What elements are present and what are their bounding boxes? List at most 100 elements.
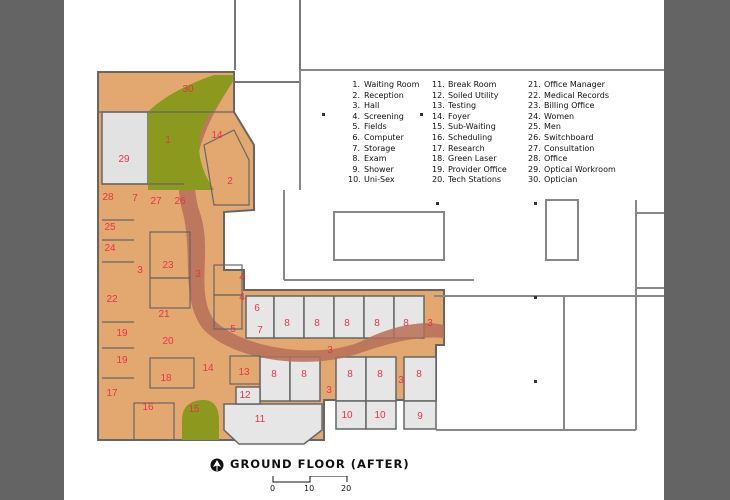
legend-item: 30.Optician <box>528 175 616 186</box>
room-number-label: 22 <box>106 294 118 305</box>
room-number-label: 8 <box>347 369 353 380</box>
legend-label: Waiting Room <box>364 80 420 89</box>
legend-number: 20. <box>432 175 445 185</box>
legend-number: 29. <box>528 164 541 174</box>
room-number-label: 19 <box>116 328 128 339</box>
legend-label: Exam <box>364 154 387 164</box>
room-number-label: 8 <box>374 318 380 329</box>
legend-item: 13.Testing <box>432 101 507 112</box>
legend-item: 7. Storage <box>348 144 419 155</box>
legend-label: Optical Workroom <box>544 164 616 174</box>
legend-label: Fields <box>364 122 387 132</box>
legend-label: Foyer <box>448 111 471 121</box>
legend-number: 9. <box>352 164 360 174</box>
legend-item: 21.Office Manager <box>528 80 616 91</box>
legend-number: 7. <box>352 143 360 153</box>
legend-label: Switchboard <box>544 132 594 142</box>
legend-item: 29.Optical Workroom <box>528 165 616 176</box>
room-number-label: 17 <box>106 388 118 399</box>
legend-label: Sub-Waiting <box>448 122 496 132</box>
legend-number: 17. <box>432 143 445 153</box>
plan-title: GROUND FLOOR (AFTER) <box>230 457 410 471</box>
room-number-label: 8 <box>271 369 277 380</box>
room-number-label: 7 <box>257 325 263 336</box>
legend-number: 3. <box>352 101 360 111</box>
room-number-label: 26 <box>174 196 186 207</box>
scale-tick-10: 10 <box>304 484 315 493</box>
room-number-label: 11 <box>255 414 266 425</box>
room-number-label: 29 <box>118 154 130 165</box>
room-number-label: 13 <box>238 367 250 378</box>
room-number-label: 8 <box>344 318 350 329</box>
left-border <box>0 0 64 500</box>
legend-number: 30. <box>528 175 541 185</box>
room-number-label: 23 <box>162 260 174 271</box>
room-number-label: 3 <box>327 345 333 356</box>
room-number-label: 6 <box>254 303 260 314</box>
legend-label: Billing Office <box>544 101 595 111</box>
legend-label: Testing <box>448 101 477 111</box>
legend-label: Storage <box>364 143 396 153</box>
room-number-label: 9 <box>417 411 423 422</box>
legend-item: 9. Shower <box>348 165 419 176</box>
legend-label: Reception <box>364 90 404 100</box>
legend-item: 24.Women <box>528 112 616 123</box>
room-number-label: 28 <box>102 192 114 203</box>
legend-label: Consultation <box>544 143 595 153</box>
room-number-label: 8 <box>314 318 320 329</box>
legend-number: 18. <box>432 154 445 164</box>
scale-tick-20: 20 <box>341 484 352 493</box>
scale-tick-0: 0 <box>270 484 276 493</box>
legend-number: 25. <box>528 122 541 132</box>
legend-label: Women <box>544 111 575 121</box>
scale-bar: 0 10 20 <box>270 476 352 500</box>
legend-label: Shower <box>364 164 394 174</box>
room-number-label: 4 <box>239 292 245 303</box>
shell-walls <box>283 69 664 431</box>
room-number-label: 30 <box>182 84 194 95</box>
legend-item: 16.Scheduling <box>432 133 507 144</box>
room-number-label: 2 <box>227 176 233 187</box>
room-number-label: 8 <box>301 369 307 380</box>
legend-item: 15.Sub-Waiting <box>432 122 507 133</box>
floor-plan-drawing: 3011429228727262524323344222165719201918… <box>97 0 664 445</box>
room-number-label: 24 <box>104 243 116 254</box>
legend-item: 28.Office <box>528 154 616 165</box>
legend-item: 14.Foyer <box>432 112 507 123</box>
room-number-label: 8 <box>403 318 409 329</box>
legend-item: 6.Computer <box>348 133 419 144</box>
legend-item: 17.Research <box>432 144 507 155</box>
legend-number: 16. <box>432 132 445 142</box>
legend-label: Computer <box>364 132 404 142</box>
legend-item: 22.Medical Records <box>528 91 616 102</box>
room-number-label: 3 <box>326 385 332 396</box>
legend-item: 4.Screening <box>348 112 419 123</box>
room-number-label: 8 <box>377 369 383 380</box>
clinic-zone <box>97 71 445 445</box>
column-markers <box>322 113 537 383</box>
legend-item: 26.Switchboard <box>528 133 616 144</box>
legend-number: 24. <box>528 111 541 121</box>
room-number-label: 16 <box>142 402 154 413</box>
room-number-label: 10 <box>341 410 353 421</box>
legend-number: 26. <box>528 132 541 142</box>
legend-number: 28. <box>528 154 541 164</box>
legend-number: 5. <box>352 122 360 132</box>
room-number-label: 3 <box>427 318 433 329</box>
room-number-label: 10 <box>374 410 386 421</box>
legend-item: 5. Fields <box>348 122 419 133</box>
legend-label: Hall <box>364 101 380 111</box>
legend-item: 23.Billing Office <box>528 101 616 112</box>
legend-item: 8.Exam <box>348 154 419 165</box>
legend-number: 2. <box>352 90 360 100</box>
room-number-label: 3 <box>195 269 201 280</box>
legend-number: 12. <box>432 90 445 100</box>
north-arrow-icon <box>210 458 224 472</box>
legend-number: 19. <box>432 164 445 174</box>
legend-item: 27.Consultation <box>528 144 616 155</box>
right-border <box>664 0 730 500</box>
legend-number: 14. <box>432 111 445 121</box>
